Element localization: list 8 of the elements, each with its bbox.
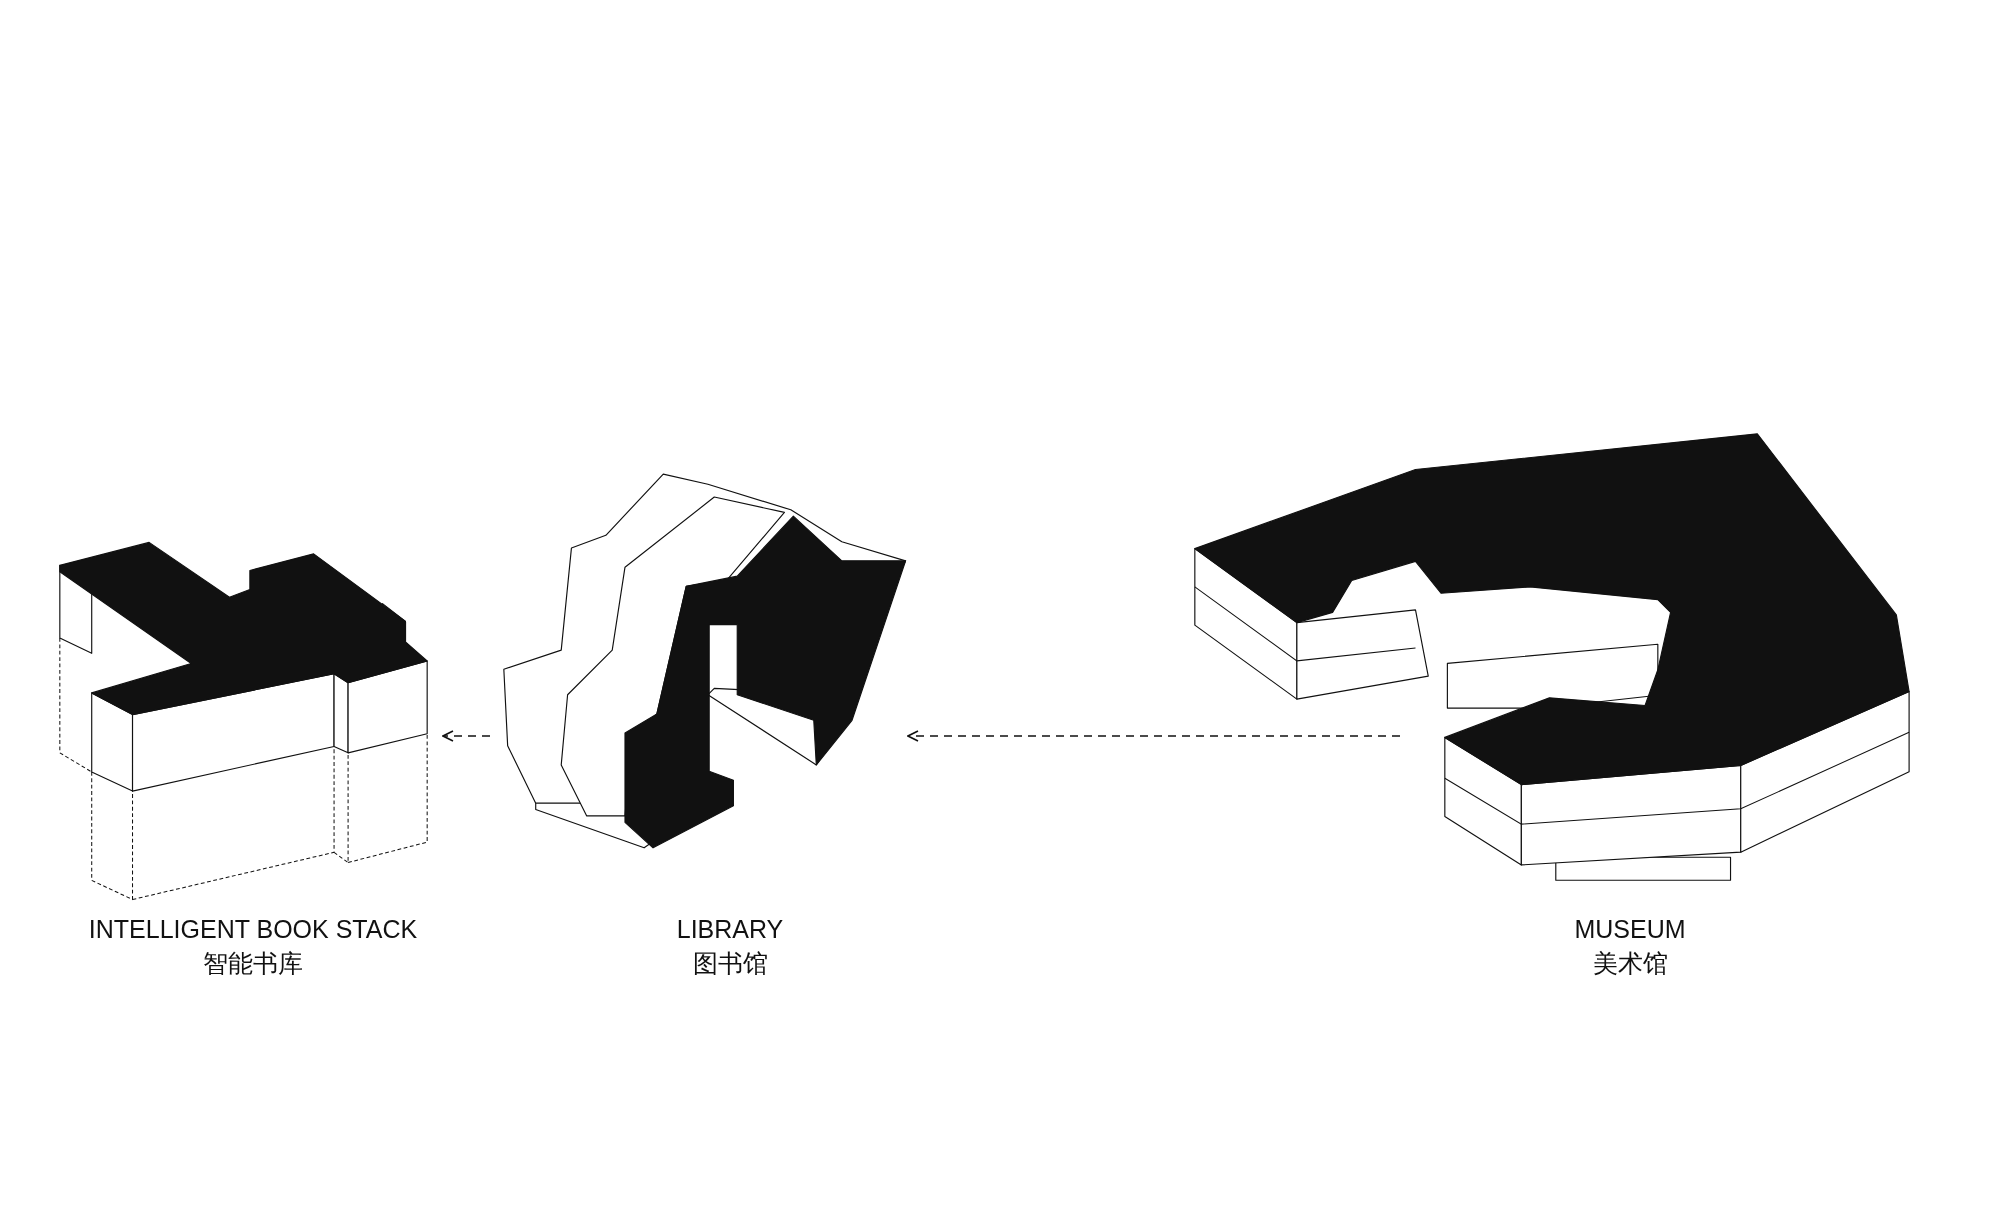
building-label: LIBRARY (676, 915, 784, 944)
arrow (442, 730, 491, 742)
arrow (907, 730, 1401, 742)
building-label: 智能书库 (203, 948, 303, 979)
building-label: 图书馆 (692, 948, 768, 979)
building-label: 美术馆 (1592, 948, 1668, 979)
building-label: MUSEUM (1574, 915, 1686, 944)
building-label: INTELLIGENT BOOK STACK (88, 915, 418, 944)
